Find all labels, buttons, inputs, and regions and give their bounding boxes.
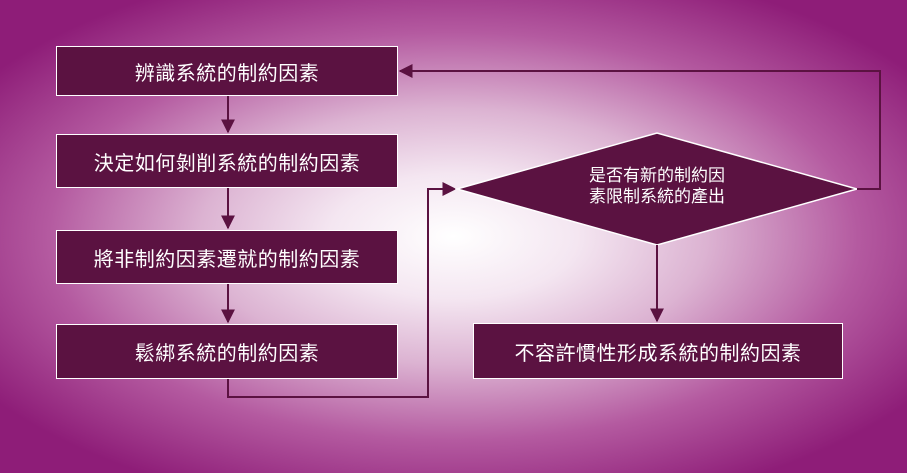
decision-line-2: 素限制系統的產出 [589, 187, 725, 207]
step-exploit-constraint: 決定如何剝削系統的制約因素 [56, 134, 398, 188]
step-elevate-constraint: 鬆綁系統的制約因素 [56, 324, 398, 379]
arrow-step4-to-decision [227, 182, 457, 398]
decision-text: 是否有新的制約因 素限制系統的產出 [557, 166, 757, 208]
arrow-decision-to-step1 [398, 64, 881, 190]
outcome-no-inertia: 不容許慣性形成系統的制約因素 [473, 323, 843, 379]
step-identify-constraint: 辨識系統的制約因素 [56, 46, 398, 96]
decision-line-1: 是否有新的制約因 [589, 166, 725, 186]
step-subordinate-to-constraint: 將非制約因素遷就的制約因素 [56, 230, 398, 284]
